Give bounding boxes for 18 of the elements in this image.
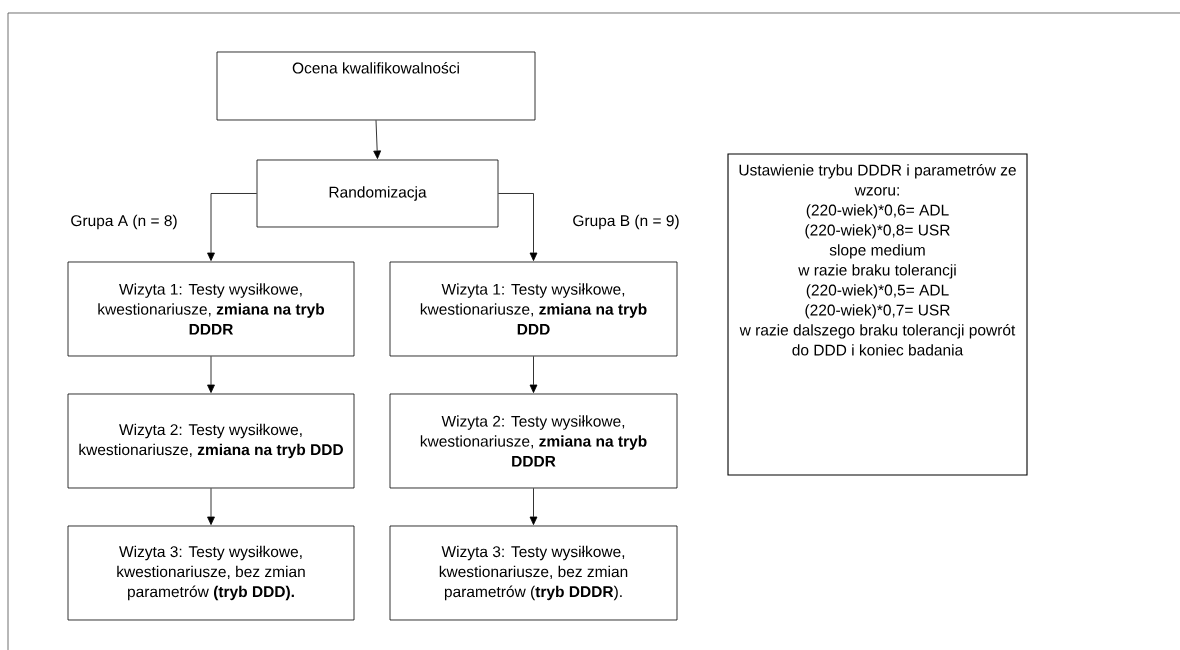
flow-arrow [373, 120, 382, 159]
flow-arrow [498, 193, 538, 261]
process-box: Wizyta 1: Testy wysiłkowe, kwestionariusze, zmiana na tryb DDD [389, 261, 678, 357]
process-box: Wizyta 2: Testy wysiłkowe, kwestionariusze, zmiana na tryb DDD [67, 393, 355, 489]
process-box: Ocena kwalifikowalności [216, 51, 536, 121]
process-box: Wizyta 1: Testy wysiłkowe, kwestionariusze, zmiana na tryb DDDR [67, 261, 355, 357]
flow-arrow [207, 193, 257, 261]
note-box: Ustawienie trybu DDDR i parametrów ze wzoru: (220-wiek)*0,6= ADL (220-wiek)*0,8= USR slope medium w razie braku tolerancji (220-wiek)*0,5= ADL (220-wiek)*0,7= USR w razie dalszego braku tolerancji powrót do DDD i koniec badania [727, 153, 1028, 476]
flow-arrow [207, 488, 215, 525]
flow-arrow [529, 356, 538, 393]
process-box: Wizyta 3: Testy wysiłkowe, kwestionariusze, bez zmian parametrów (tryb DDDR). [389, 525, 678, 621]
edge-label: Grupa B (n = 9) [571, 213, 681, 231]
flow-arrow [207, 356, 215, 393]
process-box: Wizyta 2: Testy wysiłkowe, kwestionariusze, zmiana na tryb DDDR [389, 393, 678, 489]
process-box: Randomizacja [256, 159, 499, 228]
edge-label: Grupa A (n = 8) [69, 213, 179, 231]
process-box: Wizyta 3: Testy wysiłkowe, kwestionariusze, bez zmian parametrów (tryb DDD). [67, 525, 355, 621]
flow-arrow [529, 488, 538, 525]
